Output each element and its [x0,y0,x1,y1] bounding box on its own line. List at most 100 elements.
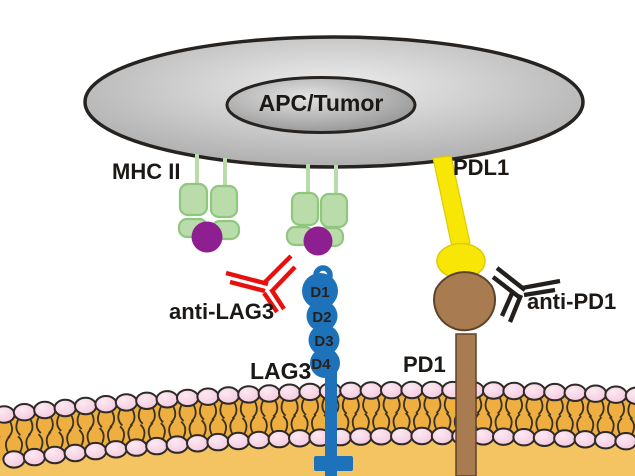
lipid-head [267,429,291,449]
lipid-tail [607,401,625,419]
lipid-tail [219,402,238,420]
lipid-tail [209,418,227,436]
lipid-tail [127,423,146,442]
mhc2-beta-domain [319,192,349,229]
lipid-head [22,447,47,467]
lipid-head [502,381,526,401]
lipid-tail [107,425,125,443]
lipid-tail [586,400,605,418]
lipid-tail [596,416,615,434]
lipid-tail [86,427,105,445]
lag3-d3-label: D3 [314,333,333,350]
lipid-tail [66,429,85,447]
mhc2-alpha-domain [290,191,320,227]
lag3-domain-d3 [308,324,340,356]
lipid-head [420,380,444,400]
lag3-receptor-stalk [314,368,353,476]
lipid-head [94,395,118,414]
lipid-head [349,427,373,446]
lipid-head [257,384,281,403]
lipid-tail [290,414,309,432]
lipid-tail [494,413,513,431]
lipid-head [614,432,635,451]
lag3-label: LAG3 [250,358,312,384]
lipid-tail [535,414,554,432]
lipid-head [124,438,148,457]
lipid-head [339,381,363,400]
anti-lag3-antibody-icon [225,254,297,314]
lipid-head [2,450,26,469]
lag3-domain-d1 [302,273,338,309]
anti-pd1-antibody-icon [491,266,561,323]
lag3-domain-d2 [306,300,338,332]
lipid-tail [280,399,299,417]
pd1-receptor-cup [433,271,497,332]
lipid-tail [403,396,421,414]
lipid-head [492,427,516,446]
lipid-tail [576,415,595,433]
lag3-d4-label: D4 [311,356,331,373]
lipid-head [624,386,635,405]
lipid-tail [515,413,533,431]
lipid-head [604,385,628,404]
lipid-head [573,430,597,449]
lipid-head [430,426,454,446]
lipid-tail [199,403,217,421]
lipid-head [532,428,557,447]
lipid-tail [260,400,279,418]
lipid-tail [382,396,401,414]
lipid-tail [627,402,634,420]
lipid-tail [505,397,523,415]
lipid-tail [188,419,207,437]
anti-lag3-label: anti-LAG3 [169,299,275,324]
pd1-label: PD1 [403,352,446,377]
lipid-head [53,398,77,418]
lipid-tail [566,399,585,417]
lipid-head [482,381,506,400]
lipid-head [369,427,393,446]
lipid-tail [362,397,381,415]
lipid-head [33,400,57,420]
pdl1-ligand [432,155,486,280]
lipid-head [563,383,587,402]
lipid-tail [45,431,64,449]
lipid-tail [525,398,544,416]
lipid-tail [413,412,431,430]
lipid-head [135,391,159,410]
anti-pd1-label: anti-PD1 [527,289,617,314]
lipid-tail [351,412,370,431]
lipid-tail [484,397,503,415]
lipid-head [553,429,577,448]
lipid-head [543,382,567,402]
lag3-d1-label: D1 [310,284,329,301]
lipid-head [43,445,67,465]
lipid-head [410,426,434,446]
mhc2-complex-right [285,164,349,256]
lipid-tail [168,420,187,439]
lipid-head [380,381,404,400]
lipid-head [288,429,312,448]
lipid-tail [372,412,391,430]
lipid-head [114,393,139,412]
lag3-d2-label: D2 [312,309,331,326]
peptide-ball [191,221,223,253]
lipid-head [176,388,200,408]
lipid-head [390,426,414,446]
mhc2-complex-left [177,154,241,253]
lipid-tail [545,398,564,416]
lipid-tail [617,417,635,435]
lipid-head [522,382,547,401]
lipid-tail [5,435,23,453]
lipid-head [196,387,220,406]
lipid-head [165,435,189,454]
lipid-head [186,434,210,453]
lipid-head [216,386,240,405]
lipid-head [237,385,261,404]
lipid-tail [433,412,452,430]
pdl1-label: PDL1 [453,155,510,180]
lag3-intracellular-bar [314,456,353,471]
lipid-tail [341,397,360,415]
lipid-tail [301,398,319,416]
lipid-tail [270,415,289,433]
